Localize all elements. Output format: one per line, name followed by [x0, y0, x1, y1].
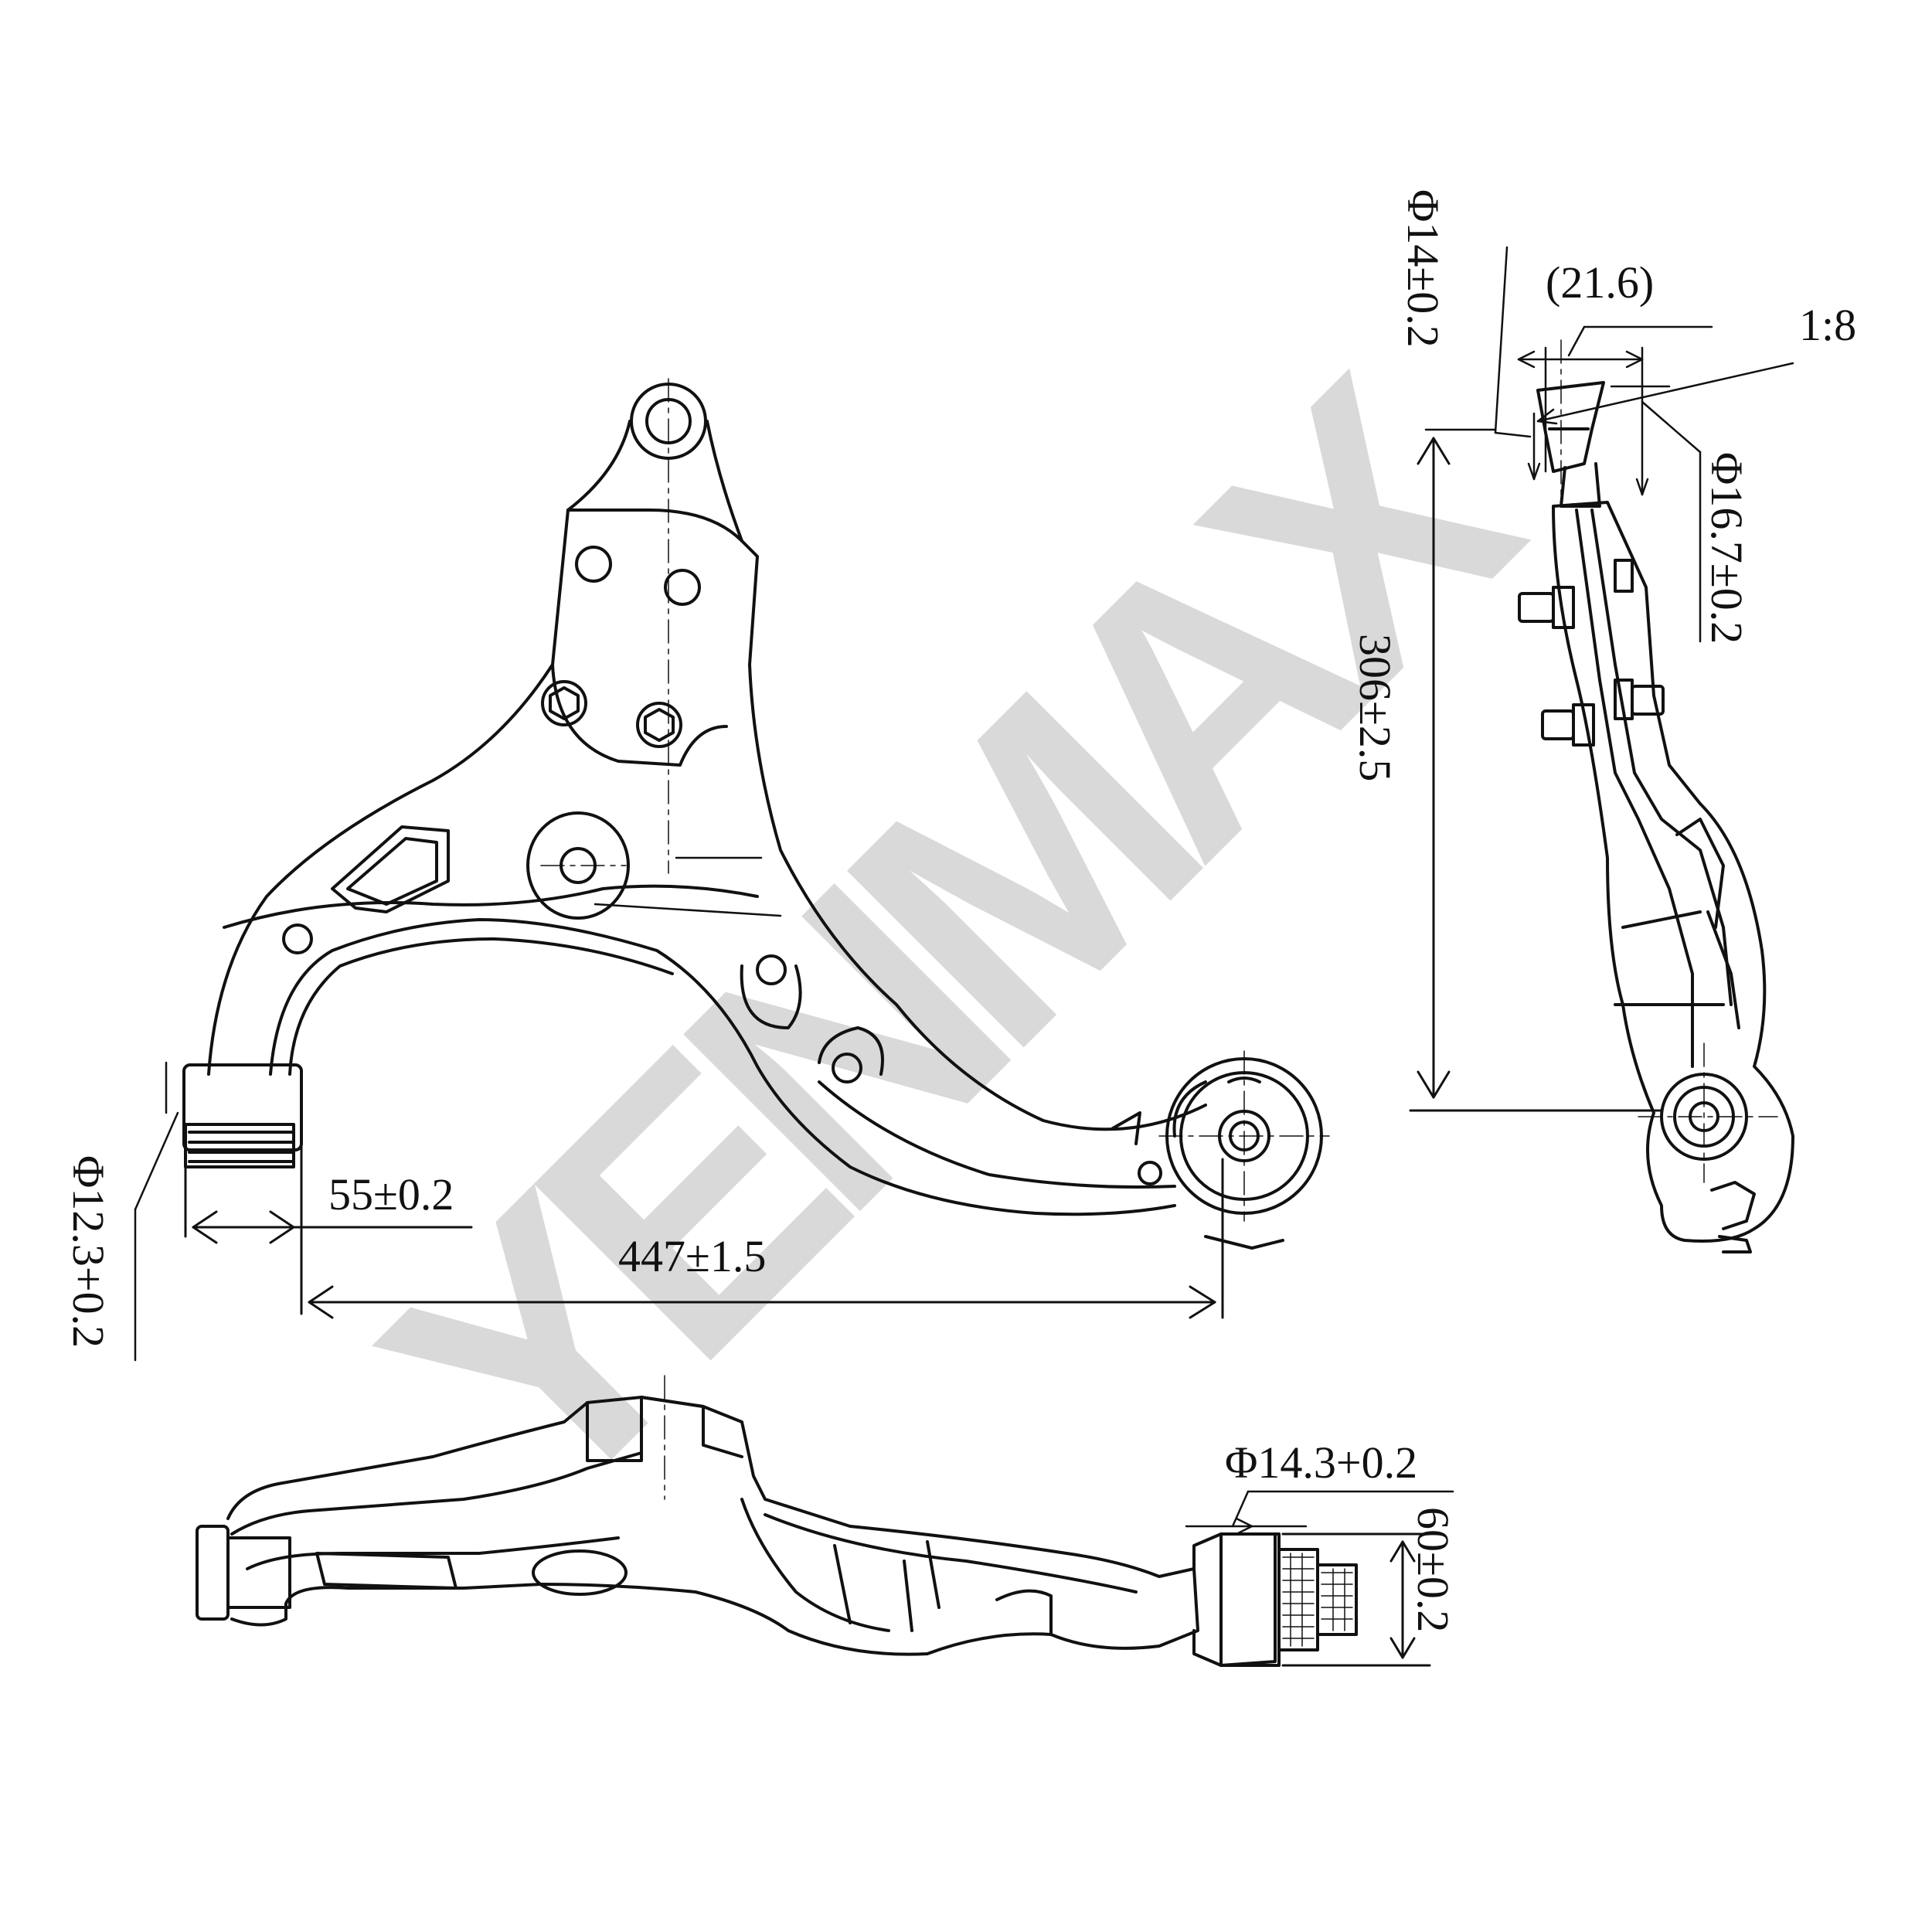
- label-height-306: 306±2.5: [1350, 634, 1400, 781]
- label-ball-pin-dia-16-7: Φ16.7±0.2: [1702, 452, 1752, 644]
- dim-bush-small: [134, 1061, 179, 1362]
- label-offset-55: 55±0.2: [328, 1169, 454, 1219]
- label-ball-pin-dia-14: Φ14±0.2: [1398, 189, 1448, 348]
- dim-ball-pin-14: [1424, 246, 1547, 481]
- label-length-447: 447±1.5: [618, 1231, 766, 1281]
- control-arm-bottom-view: [196, 1396, 1358, 1667]
- label-bush-small-dia: Φ12.3+0.2: [63, 1155, 114, 1348]
- leader-lines-top-view: [594, 856, 782, 917]
- bush-knurl-hatch: [1282, 1553, 1353, 1647]
- control-arm-side-view: [1518, 381, 1794, 1253]
- dim-bush-large: [1185, 1490, 1454, 1536]
- dim-306: [1409, 437, 1663, 1112]
- centerlines-top-view: [540, 378, 1330, 1222]
- dim-ball-pin-16-7: [1610, 385, 1702, 643]
- control-arm-top-view: [182, 383, 1323, 1250]
- dim-ref-21-6: [1517, 325, 1713, 496]
- dim-447: [308, 1158, 1224, 1319]
- label-bush-large-dia: Φ14.3+0.2: [1225, 1437, 1417, 1488]
- label-taper: 1:8: [1799, 300, 1856, 350]
- label-width-60: 60±0.2: [1408, 1507, 1458, 1632]
- centerlines-side-view: [1560, 339, 1778, 1183]
- dim-60: [1281, 1532, 1431, 1667]
- watermark-text: YENMAX: [311, 304, 1589, 1581]
- label-ref-21-6: (21.6): [1546, 257, 1654, 308]
- dim-taper: [1536, 362, 1794, 425]
- dim-55: [184, 1096, 473, 1315]
